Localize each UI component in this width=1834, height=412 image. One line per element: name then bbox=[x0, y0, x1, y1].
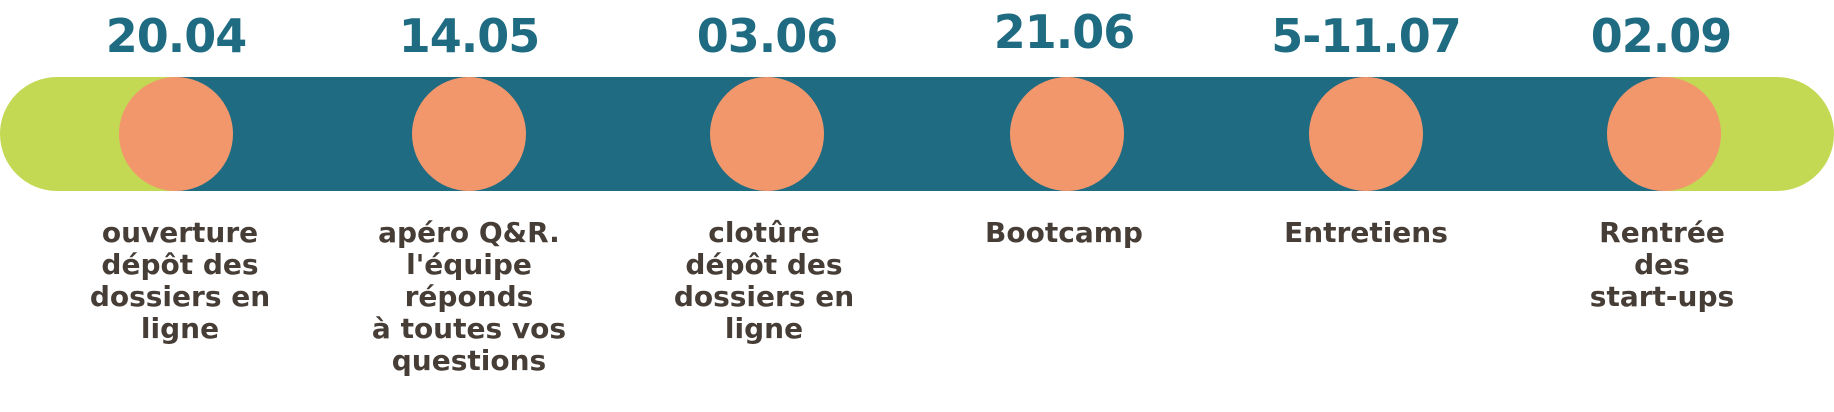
milestone-dot bbox=[1309, 77, 1423, 191]
milestone-label: apéro Q&R. l'équipe réponds à toutes vos… bbox=[371, 216, 567, 377]
milestone-dot bbox=[710, 77, 824, 191]
milestone-date: 03.06 bbox=[696, 9, 839, 63]
milestone-date: 02.09 bbox=[1590, 9, 1733, 63]
milestone-label: clotûre dépôt des dossiers en ligne bbox=[673, 216, 855, 345]
milestone-date: 20.04 bbox=[105, 9, 248, 63]
milestone-date: 5-11.07 bbox=[1271, 9, 1462, 63]
timeline-track-middle bbox=[177, 77, 1663, 191]
milestone-date: 21.06 bbox=[993, 5, 1136, 59]
milestone-label: Bootcamp bbox=[985, 216, 1143, 249]
milestone-dot bbox=[1607, 77, 1721, 191]
milestone-dot bbox=[1010, 77, 1124, 191]
milestone-label: Entretiens bbox=[1284, 216, 1448, 249]
milestone-label: ouverture dépôt des dossiers en ligne bbox=[89, 216, 271, 345]
timeline-track bbox=[0, 77, 1834, 191]
milestone-dot bbox=[412, 77, 526, 191]
milestone-label: Rentrée des start-ups bbox=[1589, 216, 1735, 313]
milestone-date: 14.05 bbox=[398, 9, 541, 63]
milestone-dot bbox=[119, 77, 233, 191]
